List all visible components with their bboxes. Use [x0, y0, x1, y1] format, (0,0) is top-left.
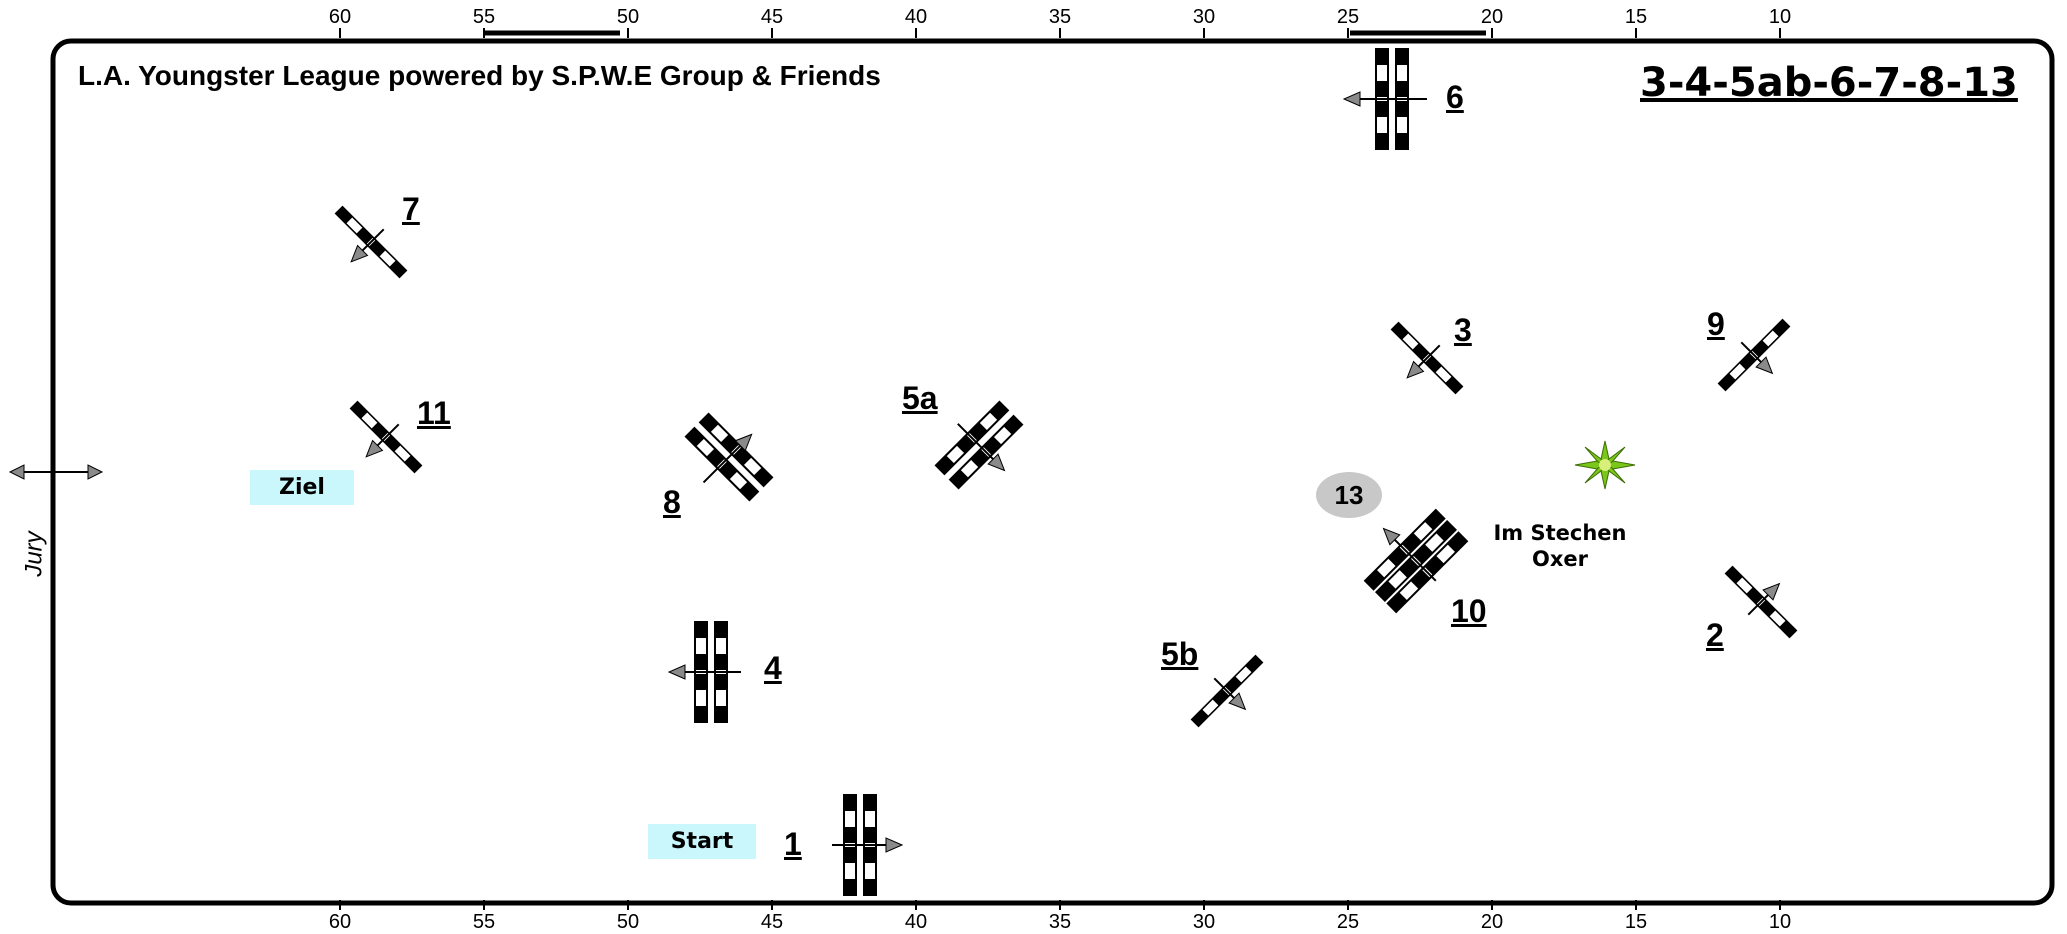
obstacle-7-number: 7	[402, 191, 420, 227]
obstacle-5b-number: 5b	[1161, 636, 1199, 672]
obstacle-5a	[934, 400, 1024, 490]
scale-tick-bottom-40: 40	[904, 911, 928, 933]
scale-tick-bottom-10: 10	[1768, 911, 1792, 933]
obstacle-7	[334, 205, 408, 279]
scale-tick-bottom-25: 25	[1336, 911, 1360, 933]
scale-tick-top-50: 50	[616, 6, 640, 28]
obstacle-9-number: 9	[1707, 306, 1725, 342]
scale-tick-top-15: 15	[1624, 6, 1648, 28]
obstacle-3-number: 3	[1454, 312, 1472, 348]
start-label: Start	[648, 824, 756, 859]
scale-tick-bottom-45: 45	[760, 911, 784, 933]
obstacle-10	[1364, 509, 1468, 613]
jump-off-note-line-2: Oxer	[1532, 547, 1588, 571]
scale-tick-top-30: 30	[1192, 6, 1216, 28]
scale-tick-top-45: 45	[760, 6, 784, 28]
scale-tick-bottom-55: 55	[472, 911, 496, 933]
jump-off-note-line-1: Im Stechen	[1493, 521, 1627, 545]
jump-off-sequence: 3-4-5ab-6-7-8-13	[1640, 60, 2018, 106]
obstacle-1-number: 1	[784, 826, 802, 862]
scale-tick-top-25: 25	[1336, 6, 1360, 28]
obstacle-8-number: 8	[663, 484, 681, 520]
scale-tick-bottom-30: 30	[1192, 911, 1216, 933]
obstacle-6-number: 6	[1446, 79, 1464, 115]
obstacle-6	[1343, 48, 1427, 150]
obstacle-9	[1717, 318, 1791, 392]
obstacle-1	[832, 794, 903, 896]
obstacle-2	[1724, 565, 1798, 639]
obstacle-5a-number: 5a	[902, 380, 938, 416]
jury-arrow	[8, 464, 104, 480]
obstacle-4-number: 4	[764, 650, 782, 686]
scale-tick-bottom-60: 60	[328, 911, 352, 933]
jump-off-note: Im Stechen Oxer	[1490, 520, 1630, 572]
jury-label: Jury	[20, 531, 48, 577]
obstacle-8	[684, 412, 774, 502]
obstacle-13-marker: 13	[1316, 472, 1382, 518]
obstacle-5b	[1190, 654, 1264, 728]
scale-tick-bottom-35: 35	[1048, 911, 1072, 933]
plant-icon	[1574, 440, 1636, 490]
scale-tick-bottom-20: 20	[1480, 911, 1504, 933]
scale-tick-top-10: 10	[1768, 6, 1792, 28]
obstacle-10-number: 10	[1451, 593, 1487, 629]
scale-tick-bottom-50: 50	[616, 911, 640, 933]
scale-tick-top-55: 55	[472, 6, 496, 28]
page-title: L.A. Youngster League powered by S.P.W.E…	[78, 60, 881, 91]
scale-tick-top-35: 35	[1048, 6, 1072, 28]
scale-tick-top-40: 40	[904, 6, 928, 28]
obstacle-4	[668, 621, 741, 723]
scale-tick-top-20: 20	[1480, 6, 1504, 28]
obstacle-11	[349, 400, 423, 474]
scale-tick-top-60: 60	[328, 6, 352, 28]
obstacle-2-number: 2	[1706, 617, 1724, 653]
scale-tick-bottom-15: 15	[1624, 911, 1648, 933]
finish-label: Ziel	[250, 470, 354, 505]
obstacle-11-number: 11	[417, 395, 451, 431]
obstacle-3	[1390, 321, 1464, 395]
